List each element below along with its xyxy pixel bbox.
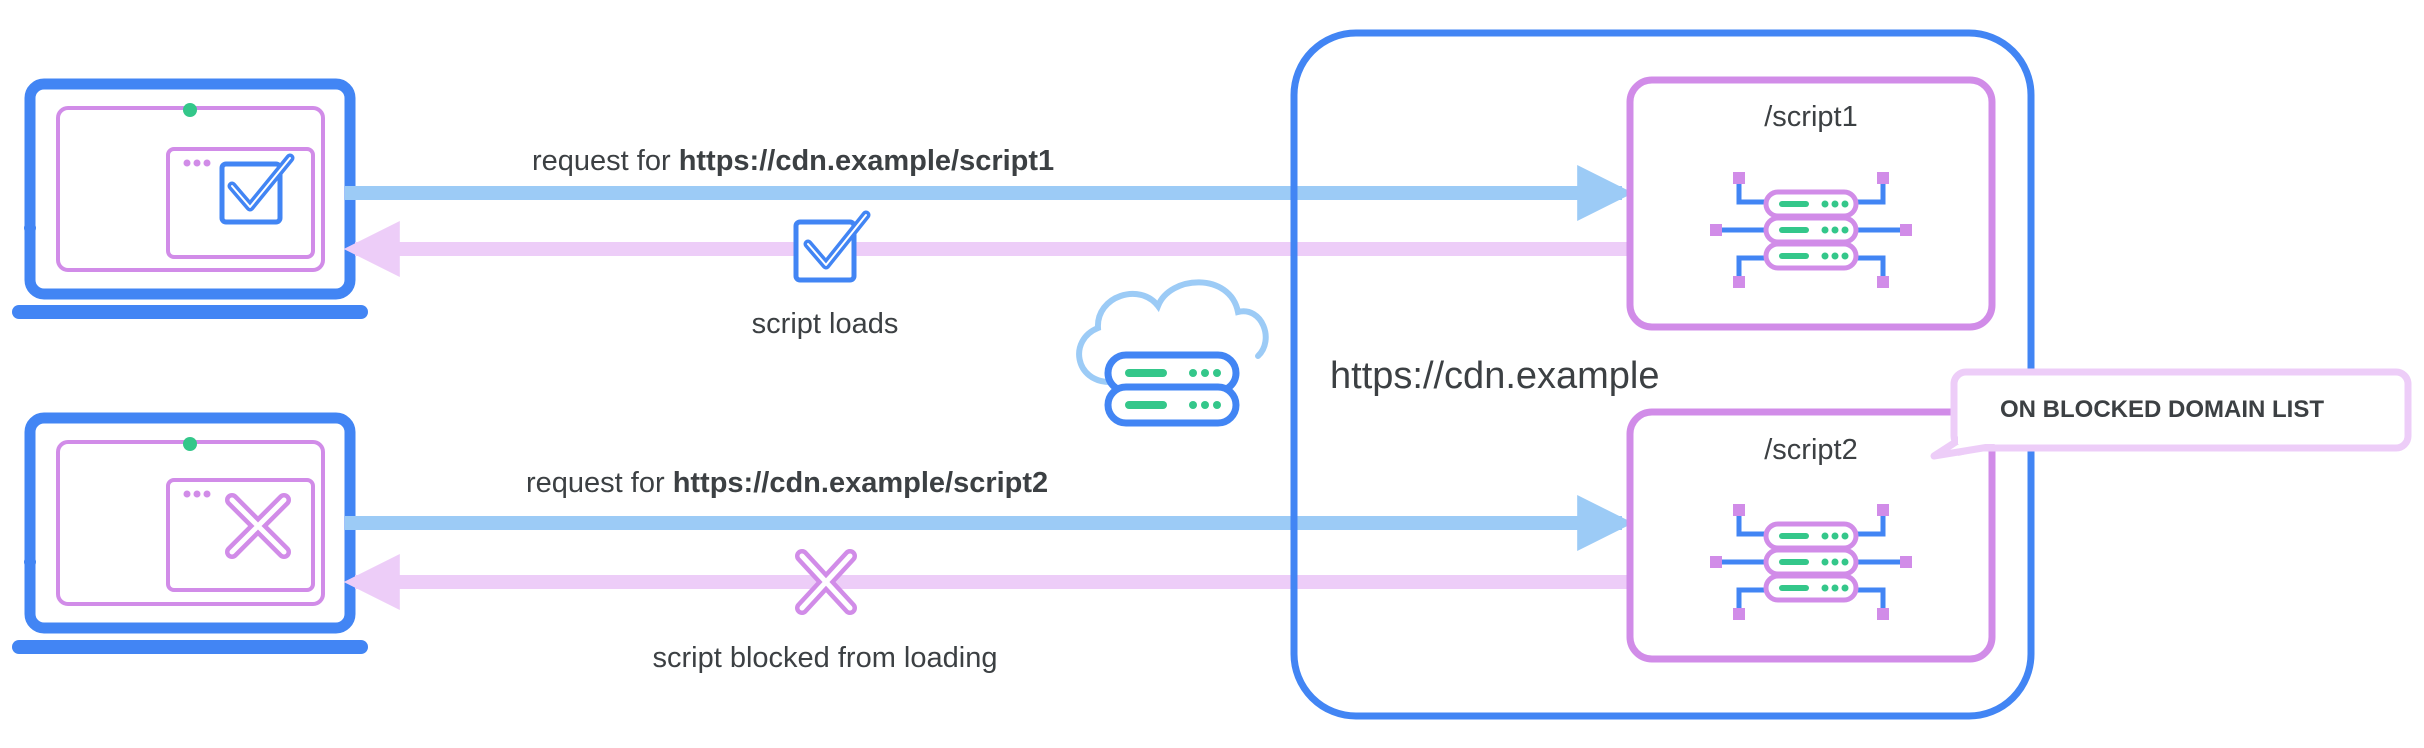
cross-icon: [225, 493, 291, 559]
result-label-1: script loads: [752, 308, 899, 340]
laptop-2-icon: [12, 412, 368, 654]
script1-path: /script1: [1764, 101, 1857, 133]
request-url-2: https://cdn.example/script2: [673, 467, 1049, 499]
blocked-callout: ON BLOCKED DOMAIN LIST: [1930, 368, 2412, 460]
request-url-1: https://cdn.example/script1: [679, 145, 1055, 177]
blocked-callout-text: ON BLOCKED DOMAIN LIST: [2000, 396, 2324, 423]
request-label-2: request for https://cdn.example/script2: [526, 467, 1048, 499]
cdn-domain-label: https://cdn.example: [1330, 355, 1660, 397]
script1-box: /script1: [1626, 76, 1996, 331]
cloud-server-icon: [1076, 279, 1269, 427]
request-label-1: request for https://cdn.example/script1: [532, 145, 1054, 177]
checkmark-icon: [793, 210, 871, 283]
script2-box: /script2: [1626, 408, 1996, 663]
script2-path: /script2: [1764, 434, 1857, 466]
result-label-2: script blocked from loading: [653, 642, 998, 674]
cross-icon: [795, 549, 857, 615]
laptop-1-icon: [12, 78, 368, 319]
checkmark-icon: [219, 153, 295, 225]
